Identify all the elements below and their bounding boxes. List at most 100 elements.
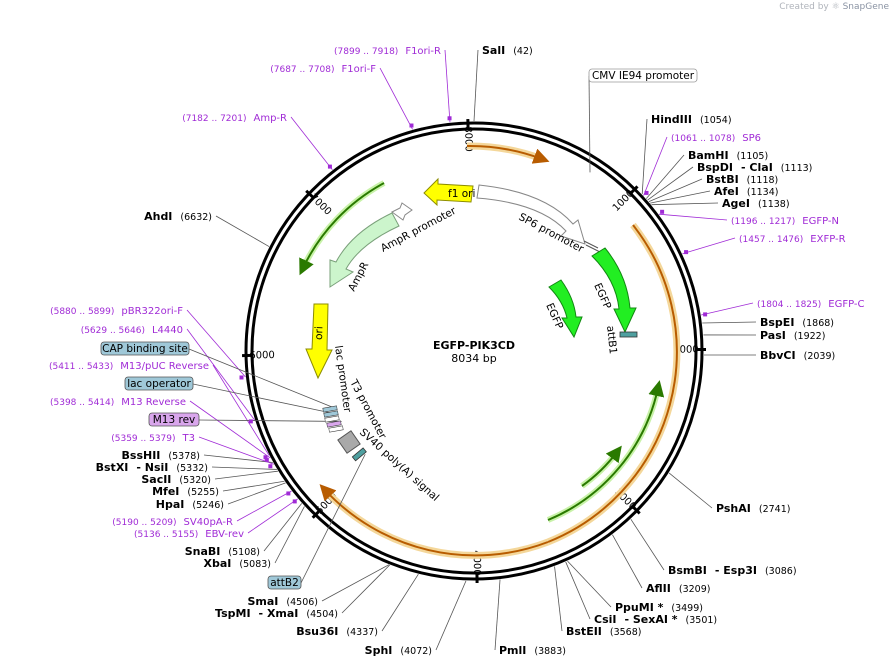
enzyme-csii[interactable]: CsiI- SexAI *(3501) (594, 613, 717, 626)
enzyme-name: BssHII (122, 449, 161, 462)
leader-line (647, 166, 694, 201)
enzyme-snabi[interactable]: SnaBI(5108) (185, 545, 260, 558)
enzyme-sacii[interactable]: SacII(5320) (141, 473, 211, 486)
feature-ampr[interactable]: AmpR (329, 212, 400, 293)
feature-sp6-promoter[interactable]: SP6 promoter (476, 184, 601, 256)
feature-ori[interactable]: ori (305, 303, 333, 380)
enzyme-bbvci[interactable]: BbvCI(2039) (760, 349, 835, 362)
enzyme-name: BsmBI (668, 564, 707, 577)
primer-amp-r[interactable]: (7182 .. 7201)Amp-R (182, 113, 287, 124)
enzyme-bspei[interactable]: BspEI (1868) (760, 316, 834, 329)
enzyme-bsteii[interactable]: BstEII(3568) (566, 625, 641, 638)
primer-f1ori-r[interactable]: (7899 .. 7918)F1ori-R (334, 46, 441, 57)
enzyme-tspmi[interactable]: TspMI- XmaI(4504) (215, 607, 338, 620)
enzyme-position: (5083) (239, 559, 271, 570)
leader-line (192, 383, 339, 415)
feature-box-lac-operator[interactable]: lac operator (124, 376, 194, 391)
tick-label-2000: 2000 (673, 345, 699, 356)
feature-lac-stack (322, 405, 344, 433)
enzyme-bstxi[interactable]: BstXI- NsiI(5332) (96, 461, 208, 474)
enzyme-hindiii[interactable]: HindIII(1054) (651, 113, 732, 126)
leader-line (379, 67, 413, 130)
feature-f1-ori-label: f1 ori (448, 188, 475, 200)
credit-brand: SnapGene (842, 2, 889, 12)
primer-egfp-c[interactable]: (1804 .. 1825)EGFP-C (757, 299, 865, 310)
feature-egfp-2[interactable]: EGFP (543, 279, 583, 339)
orf-arc-bottom-line (319, 484, 549, 557)
primer-ebv-rev[interactable]: (5136 .. 5155)EBV-rev (134, 529, 244, 540)
primer-f1ori-f[interactable]: (7687 .. 7708)F1ori-F (270, 64, 376, 75)
enzyme-pmli[interactable]: PmlI(3883) (499, 644, 566, 657)
primer-l4440[interactable]: (5629 .. 5646)L4440 (81, 325, 183, 336)
enzyme-ppumi[interactable]: PpuMI *(3499) (615, 601, 703, 614)
primer-site-marker (660, 209, 665, 214)
primer-position: (5136 .. 5155) (134, 530, 198, 540)
enzyme-name: PmlI (499, 644, 526, 657)
enzyme-sali[interactable]: SalI(42) (482, 44, 533, 57)
feature-sv40-polya-label: SV40 poly(A) signal (357, 426, 441, 504)
leader-line (222, 480, 285, 492)
leader-line (189, 400, 271, 459)
primer-pbr322ori-f[interactable]: (5880 .. 5899)pBR322ori-F (50, 306, 183, 317)
enzyme-position: (5332) (176, 463, 208, 474)
leader-line (203, 454, 273, 463)
enzyme-bstbi[interactable]: BstBI(1118) (706, 173, 778, 186)
leader-line (645, 154, 685, 199)
leader-line (212, 364, 270, 456)
enzyme-pasi[interactable]: PasI(1922) (760, 329, 825, 342)
enzyme-hpai[interactable]: HpaI(5246) (156, 498, 224, 511)
primer-m13-reverse[interactable]: (5398 .. 5414)M13 Reverse (50, 397, 186, 408)
leader-line (263, 503, 303, 552)
feature-box-m13-rev[interactable]: M13 rev (148, 412, 200, 427)
enzyme-smai[interactable]: SmaI(4506) (248, 595, 319, 608)
primer-name: SP6 (742, 133, 761, 144)
enzyme-position: (2741) (759, 504, 791, 515)
feature-box-bg (148, 412, 200, 427)
enzyme-position: (42) (513, 46, 533, 57)
feature-sv40-polya[interactable]: SV40 poly(A) signal (337, 426, 441, 504)
primer-sp6[interactable]: (1061 .. 1078)SP6 (671, 133, 761, 144)
enzyme-position: (1868) (802, 318, 834, 329)
primer-name: EGFP-C (828, 299, 864, 310)
enzyme-mfei[interactable]: MfeI(5255) (152, 485, 219, 498)
primer-sv40pa-r[interactable]: (5190 .. 5209)SV40pA-R (112, 517, 233, 528)
primer-exfp-r[interactable]: (1457 .. 1476)EXFP-R (739, 234, 846, 245)
enzyme-position: (5108) (228, 547, 260, 558)
enzyme-name: CsiI (594, 613, 616, 626)
primer-position: (5190 .. 5209) (112, 518, 176, 528)
enzyme-name: BspEI (760, 316, 794, 329)
enzyme-bsshii[interactable]: BssHII(5378) (122, 449, 200, 462)
leader-line (650, 190, 711, 204)
primer-position: (5398 .. 5414) (50, 398, 114, 408)
enzyme-name: BstXI (96, 461, 129, 474)
enzyme-bsu36i[interactable]: Bsu36I(4337) (296, 625, 378, 638)
primer-m13-puc-rev[interactable]: (5411 .. 5433)M13/pUC Reverse (49, 361, 209, 372)
enzyme-ahdi[interactable]: AhdI(6632) (144, 210, 212, 223)
enzyme-xbai[interactable]: XbaI(5083) (204, 557, 271, 570)
leader-line (198, 419, 342, 422)
feature-box-cap-binding-site[interactable]: CAP binding site (100, 341, 190, 356)
enzyme-bspdi[interactable]: BspDI- ClaI(1113) (697, 161, 812, 174)
feature-attb1[interactable]: attB1 (604, 325, 638, 355)
primer-egfp-n[interactable]: (1196 .. 1217)EGFP-N (731, 216, 839, 227)
feature-egfp-1[interactable]: EGFP (591, 247, 637, 334)
enzyme-pshai[interactable]: PshAI(2741) (716, 502, 790, 515)
leader-line (588, 75, 591, 173)
enzyme-agei[interactable]: AgeI(1138) (722, 197, 790, 210)
enzyme-sphi[interactable]: SphI(4072) (365, 644, 432, 657)
feature-f1-ori[interactable]: f1 ori (423, 177, 475, 207)
tick-mark-5000 (311, 509, 321, 519)
tick-label-6000: 6000 (249, 350, 275, 362)
feature-box-cmv-ie94[interactable]: CMV IE94 promoter (588, 68, 698, 83)
enzyme-afei[interactable]: AfeI(1134) (714, 185, 778, 198)
feature-box-attb2[interactable]: attB2 (267, 575, 302, 590)
tick-label-7000: 7000 (307, 192, 333, 218)
enzyme-aflii[interactable]: AflII(3209) (646, 582, 710, 595)
enzyme-name: Bsu36I (296, 625, 338, 638)
enzyme-bamhi[interactable]: BamHI(1105) (688, 149, 768, 162)
enzyme-bsmbi[interactable]: BsmBI- Esp3I(3086) (668, 564, 797, 577)
primer-t3[interactable]: (5359 .. 5379)T3 (111, 433, 195, 444)
leader-line (435, 580, 467, 651)
primer-labels: (7899 .. 7918)F1ori-R (7687 .. 7708)F1ori… (49, 46, 865, 540)
